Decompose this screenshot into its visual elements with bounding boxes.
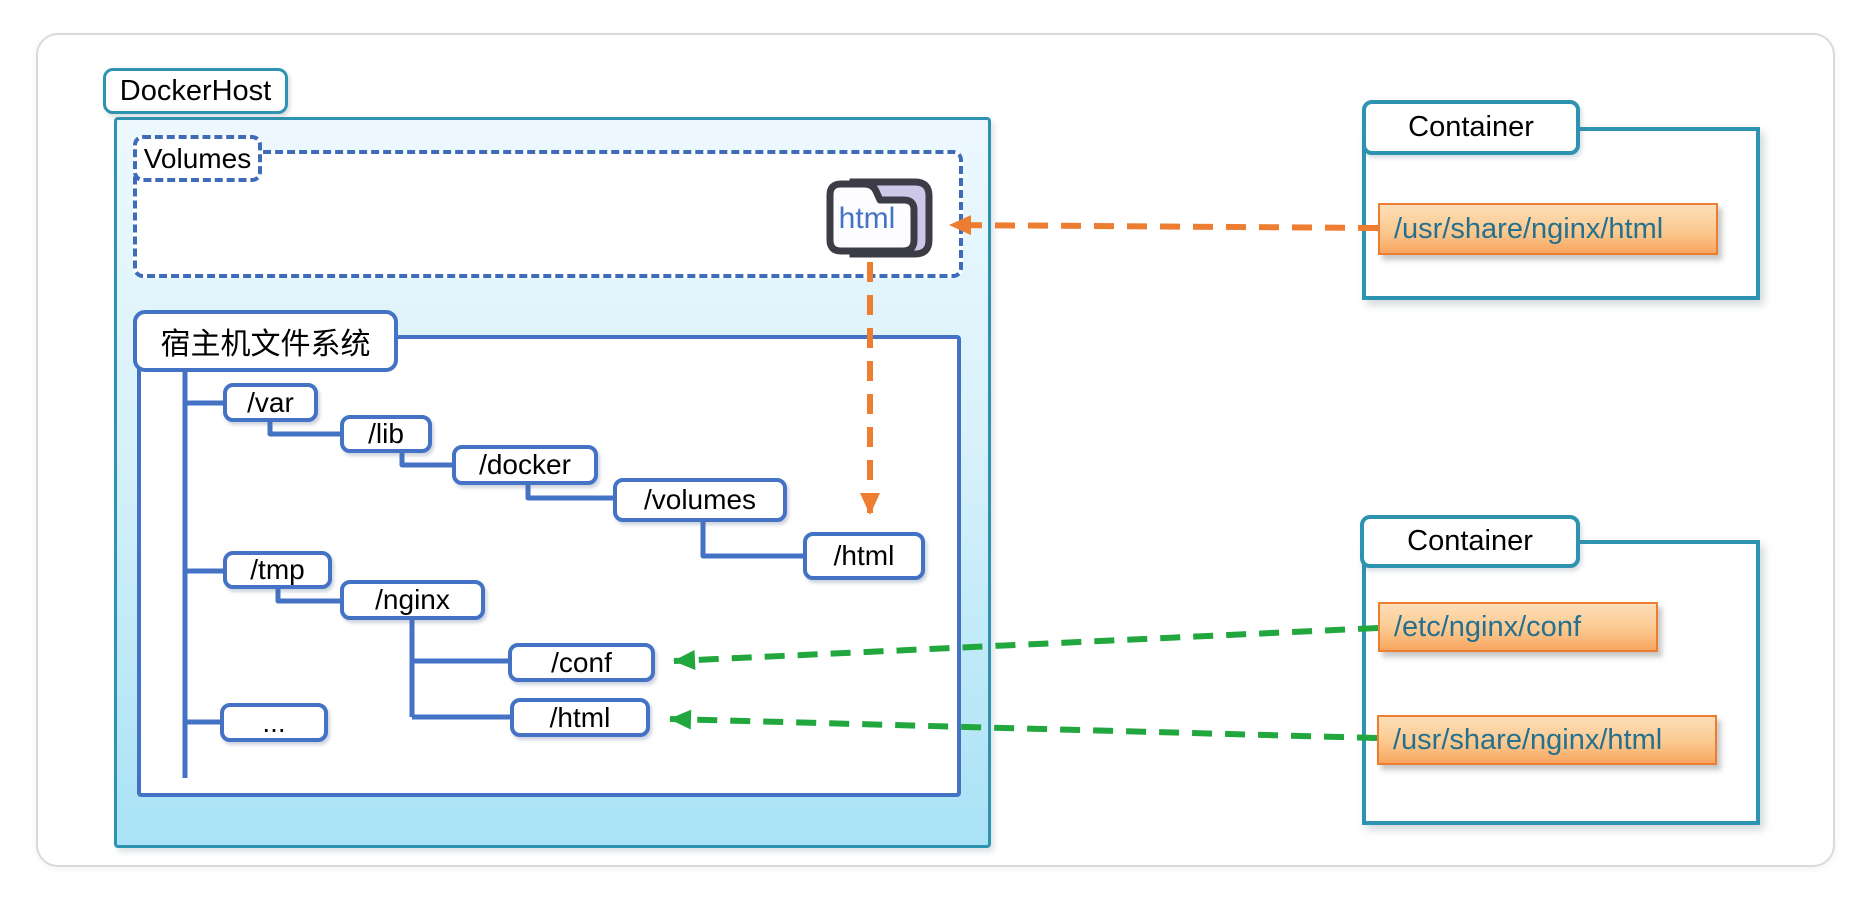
container-1-label-text: Container <box>1408 111 1534 143</box>
fs-node-var: /var <box>223 383 318 422</box>
folder-icon <box>826 178 933 258</box>
fs-node-docker-text: /docker <box>479 449 571 480</box>
volume-name-text: html <box>838 202 896 235</box>
fs-node-nginx-html: /html <box>510 698 650 737</box>
filesystem-label: 宿主机文件系统 <box>133 310 398 372</box>
container-1-mount-usr-share-nginx-html: /usr/share/nginx/html <box>1378 203 1718 255</box>
fs-node-nginx: /nginx <box>340 580 485 620</box>
dockerhost-label: DockerHost <box>103 68 288 114</box>
container-2-mount-conf-text: /etc/nginx/conf <box>1394 610 1581 643</box>
fs-node-lib-text: /lib <box>368 418 404 449</box>
filesystem-label-text: 宿主机文件系统 <box>160 328 371 361</box>
container-2-box <box>1362 540 1760 825</box>
fs-node-volumes: /volumes <box>613 478 787 522</box>
fs-node-conf: /conf <box>508 643 655 682</box>
fs-node-tmp: /tmp <box>223 551 332 589</box>
fs-node-ellipsis: ... <box>220 703 328 742</box>
fs-node-volumes-html: /html <box>803 532 925 580</box>
fs-node-conf-text: /conf <box>551 646 612 678</box>
fs-node-ellipsis-text: ... <box>262 706 286 738</box>
volumes-region <box>133 150 963 278</box>
fs-node-nginx-html-text: /html <box>549 701 611 733</box>
volumes-label-text: Volumes <box>143 142 252 174</box>
html-volume-folder: html <box>823 172 940 258</box>
fs-node-lib: /lib <box>340 415 432 453</box>
container-1-label: Container <box>1362 100 1580 155</box>
container-2-label: Container <box>1360 515 1580 568</box>
container-2-label-text: Container <box>1407 525 1533 557</box>
fs-node-volumes-html-text: /html <box>833 540 895 571</box>
fs-node-docker: /docker <box>452 445 598 485</box>
fs-node-nginx-text: /nginx <box>375 584 450 615</box>
fs-node-var-text: /var <box>247 386 294 418</box>
fs-node-tmp-text: /tmp <box>250 554 305 585</box>
container-1-mount-text: /usr/share/nginx/html <box>1394 212 1664 245</box>
volumes-label: Volumes <box>133 135 262 182</box>
container-2-mount-usr-share-nginx-html: /usr/share/nginx/html <box>1377 715 1717 765</box>
container-2-mount-etc-nginx-conf: /etc/nginx/conf <box>1378 602 1658 652</box>
container-2-mount-html-text: /usr/share/nginx/html <box>1393 723 1663 756</box>
fs-node-volumes-text: /volumes <box>643 484 757 515</box>
dockerhost-label-text: DockerHost <box>119 74 272 107</box>
